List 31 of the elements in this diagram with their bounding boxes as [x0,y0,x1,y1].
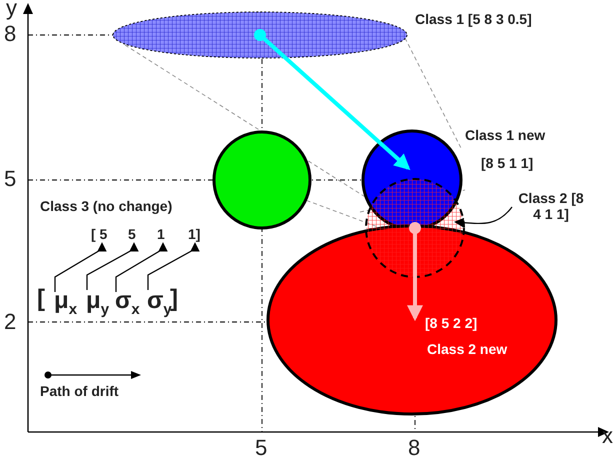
axis-label: x [602,424,613,448]
axis-label: 8 [408,436,420,459]
class-label: Class 2 new [427,341,508,357]
arrow [115,242,168,292]
parameter-value: [ 5 [91,226,108,242]
parameter-symbol: μ$_{x}$ [54,288,78,323]
arrow [54,242,107,292]
drift-arrow [407,222,423,322]
drift-arrow [254,29,410,170]
class-label: [8 5 2 2] [425,315,478,331]
parameter-symbol: σ$_{x}$ [115,288,140,323]
arrow [86,242,139,290]
bracket: [ [37,286,45,312]
bracket: ] [170,286,178,312]
parameter-symbol: μ$_{y}$ [86,288,110,323]
parameter-value: 1 [157,226,165,242]
arrow [147,242,200,290]
axis-label: y [6,0,17,20]
legend-label: Path of drift [40,383,119,399]
class-label: [8 5 1 1] [481,155,534,171]
axis-label: 5 [4,167,16,191]
axis-label: 5 [255,436,268,459]
parameter-value: 5 [128,226,136,242]
class-label: Class 1 new [465,127,546,143]
class-label: Class 2 [8 4 1 1] [515,190,587,222]
axis-label: 2 [4,310,16,334]
class-label: Class 3 (no change) [40,198,172,214]
parameter-value: 1] [188,226,200,242]
class-label: Class 1 [5 8 3 0.5] [415,11,532,27]
leader-line [454,206,512,228]
axis-label: 8 [4,22,16,46]
